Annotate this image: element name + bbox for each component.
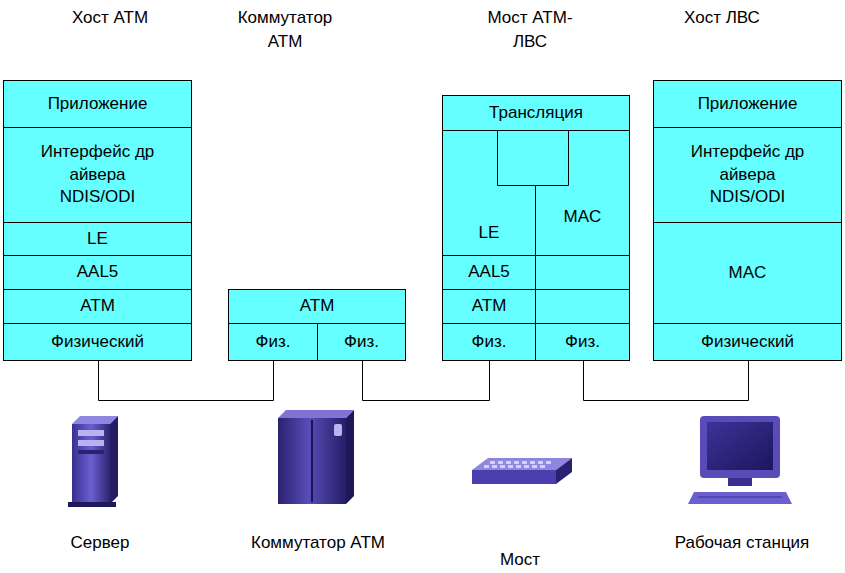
- device-caption: Рабочая станция: [647, 531, 837, 555]
- column-header: Хост ATM: [35, 6, 185, 30]
- atm-layer: ATM: [3, 289, 192, 324]
- monitor-stand: [728, 478, 752, 486]
- layer-name: AAL5: [468, 261, 510, 283]
- cable: [99, 361, 274, 401]
- layer-name: ATM: [472, 295, 507, 317]
- le-layer: LE: [3, 222, 192, 256]
- layer-name: Физ.: [565, 331, 600, 353]
- workstation-icon: [688, 416, 792, 504]
- aal5-layer: AAL5: [3, 255, 192, 290]
- layer-name: MAC: [564, 206, 602, 228]
- physical-port: Физ.: [443, 324, 535, 360]
- server-drive: [78, 430, 104, 436]
- layer-name: Приложение: [48, 93, 148, 115]
- server-slot: [78, 450, 104, 454]
- server-base: [68, 502, 116, 507]
- layer-name: ATM: [80, 295, 115, 317]
- cell-line: [535, 186, 536, 361]
- monitor-screen: [707, 422, 773, 470]
- switch-door: [311, 420, 313, 502]
- keyboard: [688, 492, 792, 504]
- bridge-ports: [484, 461, 551, 468]
- physical-port: Физ.: [536, 324, 629, 360]
- column-header: Мост ATM-ЛВС: [485, 6, 575, 54]
- layer-name: Трансляция: [489, 102, 583, 124]
- layer-name: MAC: [729, 262, 767, 284]
- translation-layer: Трансляция: [443, 96, 629, 130]
- switch-body: [278, 418, 346, 504]
- physical-port: Физ.: [228, 323, 318, 361]
- layer-name: AAL5: [77, 261, 119, 283]
- bridge-top: [472, 458, 572, 470]
- monitor-case: [700, 416, 780, 478]
- layer-name: LE: [479, 222, 500, 244]
- cable: [584, 360, 749, 401]
- atm-layer: ATM: [228, 289, 406, 324]
- layer-name: Приложение: [698, 93, 798, 115]
- cell-line: [443, 323, 630, 324]
- cell-line: [443, 289, 630, 290]
- bridge-front: [472, 470, 556, 484]
- server-icon: [68, 416, 118, 507]
- physical-port: Физ.: [317, 323, 406, 361]
- layer-name: ATM: [300, 295, 335, 317]
- layer-name: LE: [87, 228, 108, 250]
- application-layer: Приложение: [3, 80, 192, 128]
- switch-icon: [278, 410, 354, 504]
- server-drive: [78, 440, 104, 446]
- switch-side: [346, 410, 354, 504]
- mac-layer: MAC: [536, 192, 629, 242]
- bridge-side: [556, 458, 572, 484]
- mac-layer: MAC: [653, 222, 842, 324]
- bridge-stack: [443, 96, 630, 361]
- layer-name: Физ.: [344, 331, 379, 353]
- le-layer: LE: [443, 212, 535, 254]
- column-header: Хост ЛВС: [647, 6, 797, 30]
- application-layer: Приложение: [653, 80, 842, 128]
- cable: [363, 360, 490, 401]
- device-caption: Сервер: [30, 531, 170, 555]
- aal5-layer: AAL5: [443, 256, 535, 289]
- layer-name: Физ.: [256, 331, 291, 353]
- layer-name: Интерфейс др айвера NDIS/ODI: [34, 141, 162, 208]
- layer-name: Физический: [51, 331, 144, 353]
- cell-line: [443, 130, 630, 131]
- translation-path: [498, 131, 569, 186]
- driver-interface-layer: Интерфейс др айвера NDIS/ODI: [653, 127, 842, 223]
- device-caption: Мост: [465, 548, 575, 572]
- layer-name: Физический: [701, 331, 794, 353]
- layer-name: Интерфейс др айвера NDIS/ODI: [684, 141, 812, 208]
- physical-layer: Физический: [3, 323, 192, 361]
- switch-top: [278, 410, 354, 418]
- atm-layer: ATM: [443, 290, 535, 323]
- physical-layer: Физический: [653, 323, 842, 361]
- keyboard-keys: [698, 497, 782, 498]
- layer-name: Физ.: [472, 331, 507, 353]
- server-body: [72, 424, 110, 504]
- column-header: Коммутатор ATM: [230, 6, 340, 54]
- server-top: [72, 416, 118, 424]
- bridge-panel: [443, 96, 630, 361]
- driver-interface-layer: Интерфейс др айвера NDIS/ODI: [3, 127, 192, 223]
- device-caption: Коммутатор ATM: [223, 531, 413, 555]
- cell-line: [443, 255, 630, 256]
- switch-emblem: [334, 424, 342, 436]
- bridge-icon: [472, 458, 572, 484]
- server-side: [110, 416, 118, 504]
